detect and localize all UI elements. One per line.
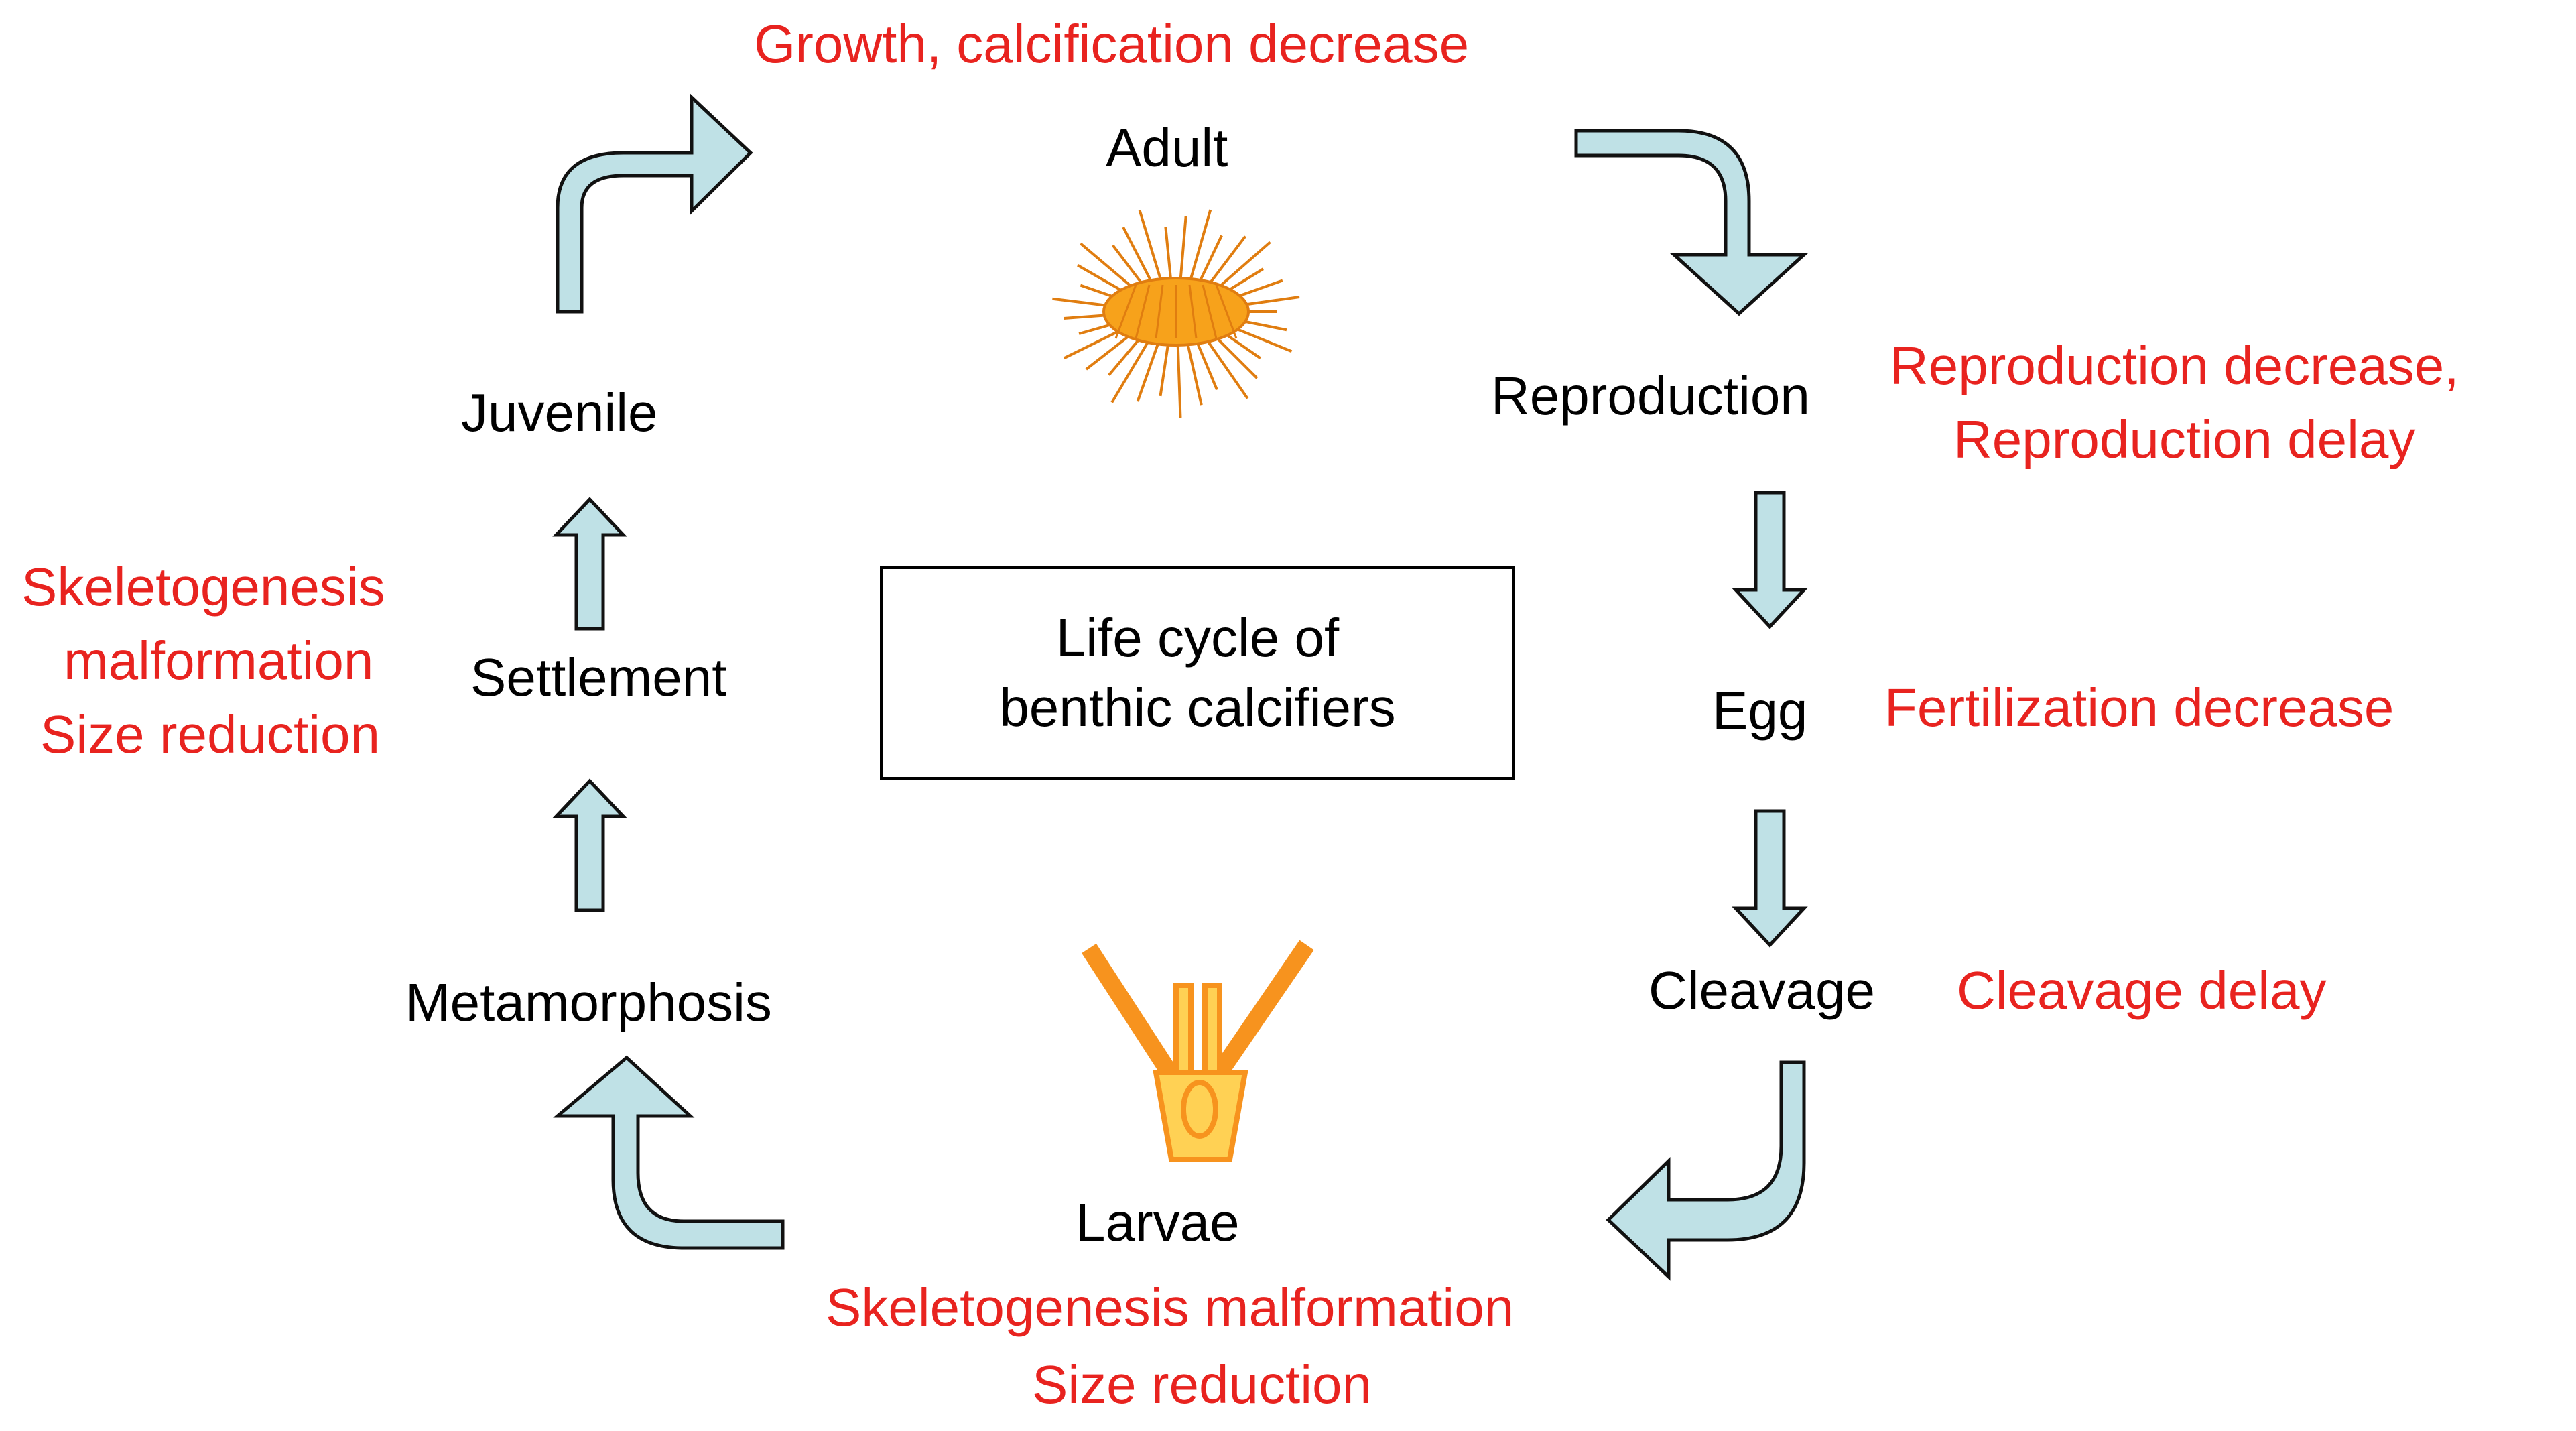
effect-label-settlement-1: Skeletogenesis <box>21 557 385 617</box>
center-title-line-1: Life cycle of <box>1055 608 1340 668</box>
effect-label-larvae-2: Size reduction <box>1032 1355 1372 1414</box>
stage-label-adult: Adult <box>1106 118 1228 178</box>
effect-label-egg: Fertilization decrease <box>1884 678 2394 737</box>
effect-label-settlement-3: Size reduction <box>40 704 380 764</box>
stage-label-cleavage: Cleavage <box>1649 960 1876 1020</box>
stage-label-egg: Egg <box>1712 681 1808 741</box>
stage-label-settlement: Settlement <box>470 647 727 707</box>
arrow-egg-to-cleavage <box>1732 809 1808 948</box>
stage-label-reproduction: Reproduction <box>1491 366 1810 426</box>
arrow-cleavage-to-larvae <box>1606 1060 1806 1281</box>
effect-label-adult: Growth, calcification decrease <box>754 14 1470 74</box>
stage-label-larvae: Larvae <box>1076 1192 1240 1252</box>
arrow-juvenile-to-adult <box>556 93 753 314</box>
urchin-texture-line <box>1215 284 1238 339</box>
center-title-line-2: benthic calcifiers <box>999 678 1396 737</box>
center-title-box: Life cycle of benthic calcifiers <box>880 566 1515 780</box>
effect-label-reproduction-1: Reproduction decrease, <box>1890 336 2459 395</box>
effect-label-larvae-1: Skeletogenesis malformation <box>826 1278 1515 1337</box>
urchin-texture-line <box>1114 284 1137 339</box>
urchin-texture-line <box>1155 284 1164 339</box>
arrow-settlement-to-juvenile <box>552 497 627 631</box>
arrow-adult-to-reproduction <box>1574 129 1809 316</box>
effect-label-cleavage: Cleavage delay <box>1957 960 2327 1020</box>
urchin-texture-line <box>1188 284 1198 339</box>
arrow-reproduction-to-egg <box>1732 491 1808 629</box>
pluteus-larva-icon <box>1082 940 1314 1162</box>
urchin-texture-line <box>1135 284 1151 339</box>
arrow-metamorphosis-to-settlement <box>552 778 627 912</box>
urchin-texture-line <box>1202 284 1218 339</box>
sea-urchin-icon <box>1052 209 1300 418</box>
effect-label-reproduction-2: Reproduction delay <box>1953 410 2416 469</box>
effect-label-settlement-2: malformation <box>64 631 374 690</box>
stage-label-juvenile: Juvenile <box>461 383 658 442</box>
stage-label-metamorphosis: Metamorphosis <box>405 973 772 1032</box>
arrow-larvae-to-metamorphosis <box>553 1055 785 1250</box>
